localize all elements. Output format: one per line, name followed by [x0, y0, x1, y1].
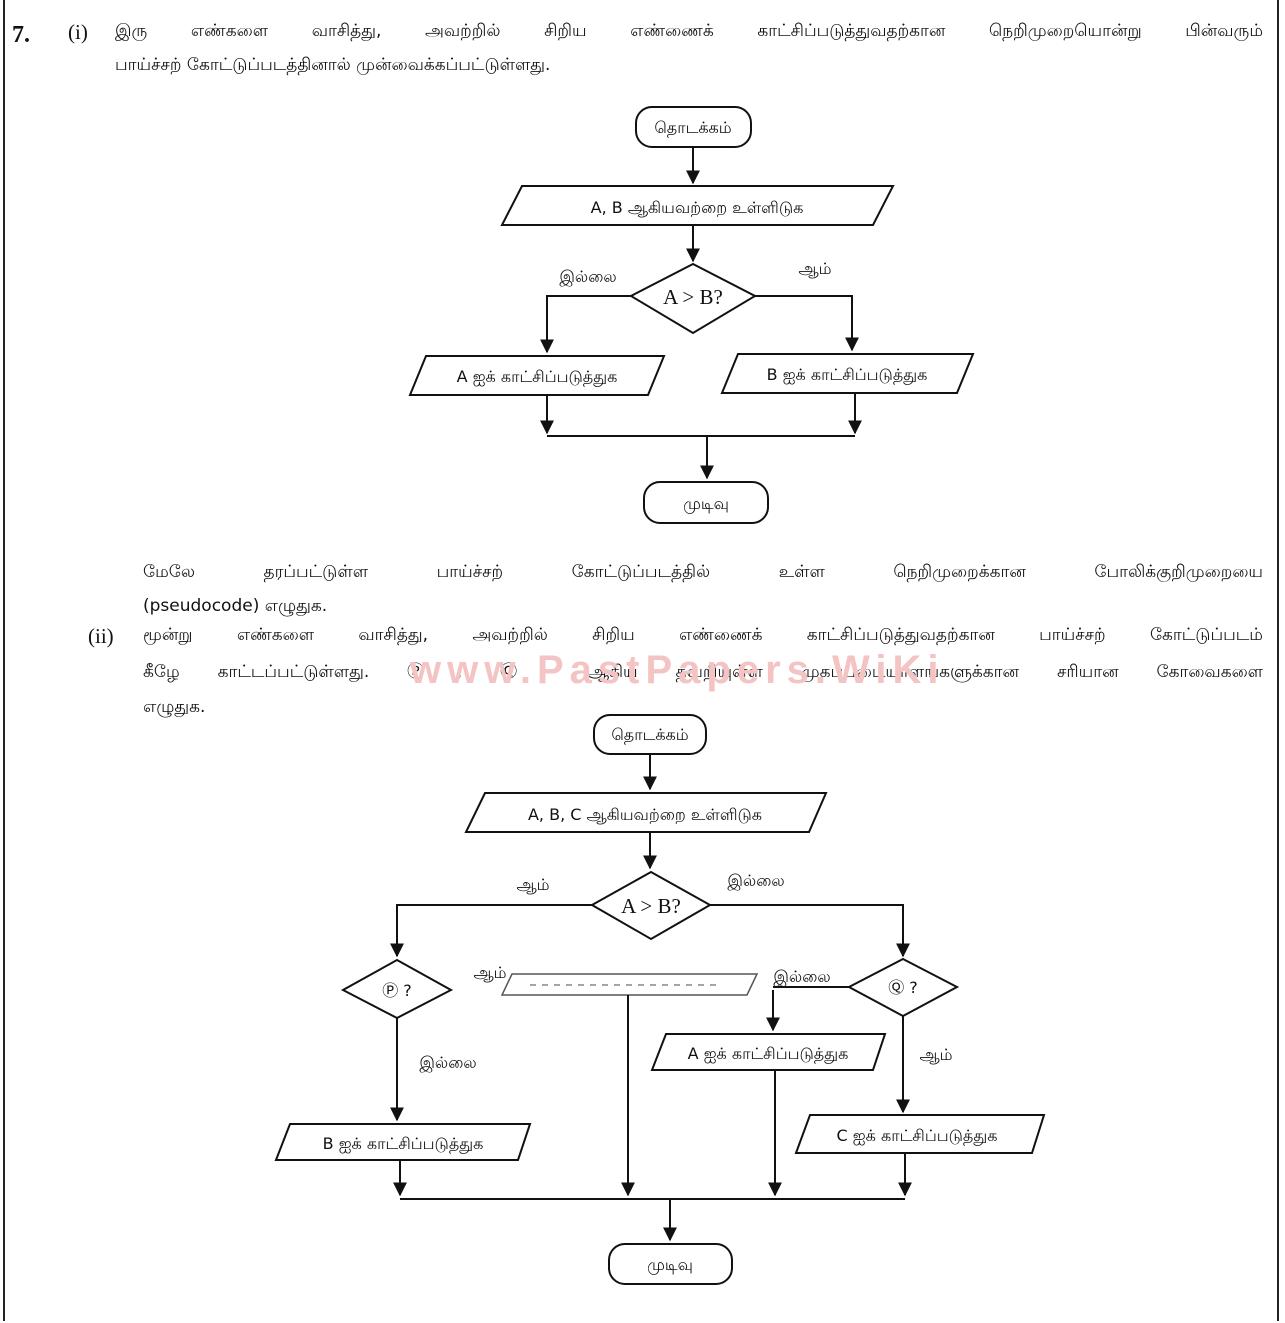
fc2-no-label-mid: இல்லை [773, 967, 830, 987]
fc2-decision-q-label: Ⓠ ? [888, 978, 918, 997]
fc1-decision-diamond [628, 262, 758, 335]
fc1-end-label: முடிவு [683, 494, 729, 514]
fc2-end-label: முடிவு [647, 1255, 693, 1275]
fc2-yes-label-mid: ஆம் [473, 963, 506, 982]
question-number: 7. [12, 22, 30, 48]
flowchart-1: தொடக்கம் A, B ஆகியவற்றை உள்ளிடுக A > B? … [408, 106, 975, 524]
part-ii-text-line2: கீழே காட்டப்பட்டுள்ளது. Ⓟ, Ⓠ ஆகிய தவறியு… [143, 662, 1263, 682]
part-i-instruction-line1: மேலே தரப்பட்டுள்ள பாய்ச்சற் கோட்டுப்படத்… [143, 562, 1263, 582]
fc1-yes-label: ஆம் [798, 259, 831, 278]
fc1-output-a-parallelogram [408, 355, 666, 396]
part-i-instruction-line2: (pseudocode) எழுதுக. [143, 596, 328, 616]
fc2-output-c-label: C ஐக் காட்சிப்படுத்துக [837, 1126, 998, 1146]
part-ii-text-line1: மூன்று எண்களை வாசித்து, அவற்றில் சிறிய எ… [143, 625, 1263, 645]
part-ii-label: (ii) [88, 624, 114, 648]
part-i-text-line2: பாய்ச்சற் கோட்டுப்படத்தினால் முன்வைக்கப்… [115, 55, 551, 75]
fc2-arrow-yes-left [390, 904, 592, 958]
fc2-decision-p-label: Ⓟ ? [382, 981, 412, 1000]
fc2-input-parallelogram [464, 792, 828, 833]
flowchart-2: தொடக்கம் A, B, C ஆகியவற்றை உள்ளிடுக A > … [274, 714, 1046, 1285]
page-frame [3, 0, 1279, 1321]
fc2-start-label: தொடக்கம் [611, 725, 688, 744]
fc2-yes-label-top: ஆம் [516, 875, 549, 894]
fc2-output-a-parallelogram [650, 1033, 887, 1071]
part-ii-text-line3: எழுதுக. [143, 697, 206, 717]
fc2-output-c-parallelogram [794, 1114, 1046, 1154]
fc1-start-label: தொடக்கம் [654, 118, 731, 137]
fc1-end-terminal [643, 481, 769, 524]
fc1-input-parallelogram [500, 185, 895, 226]
part-i-label: (i) [68, 20, 88, 44]
fc1-input-label: A, B ஆகியவற்றை உள்ளிடுக [591, 198, 804, 217]
fc1-decision-label: A > B? [663, 285, 723, 309]
fc2-no-label-top: இல்லை [727, 871, 784, 891]
fc1-output-b-label: B ஐக் காட்சிப்படுத்துக [767, 365, 928, 385]
fc2-arrow-no-right [710, 904, 910, 958]
fc1-no-label: இல்லை [559, 267, 616, 287]
watermark: www.PastPapers.WiKi [410, 648, 945, 692]
fc2-input-label: A, B, C ஆகியவற்றை உள்ளிடுக [528, 805, 762, 824]
fc2-yes-label-right: ஆம் [919, 1045, 952, 1064]
fc1-output-b-parallelogram [720, 353, 975, 394]
fc2-decision-label: A > B? [621, 894, 681, 918]
fc2-decision-diamond [589, 870, 713, 941]
fc1-arrow-yes-branch [755, 295, 859, 352]
fc2-output-b-parallelogram [274, 1123, 532, 1161]
fc2-end-terminal [608, 1243, 733, 1285]
fc2-output-b-label: B ஐக் காட்சிப்படுத்துக [323, 1134, 484, 1154]
fc1-output-a-label: A ஐக் காட்சிப்படுத்துக [457, 367, 618, 387]
fc1-arrow-no-branch [540, 295, 631, 354]
fc2-output-a-label: A ஐக் காட்சிப்படுத்துக [688, 1044, 849, 1064]
fc2-no-label-left: இல்லை [419, 1053, 476, 1073]
part-i-text-line1: இரு எண்களை வாசித்து, அவற்றில் சிறிய எண்ண… [115, 21, 1263, 41]
